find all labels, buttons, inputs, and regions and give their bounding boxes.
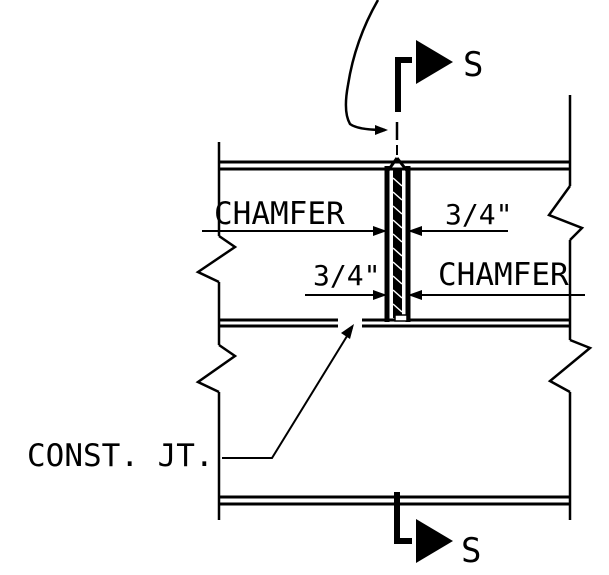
chamfer-dimension-upper: CHAMFER 3/4" [202, 196, 512, 236]
chamfer-dimension-lower: 3/4" CHAMFER [305, 257, 585, 300]
section-label-top: S [463, 45, 483, 85]
chamfer-label-lower: CHAMFER [438, 257, 569, 293]
dim-arrow-upper-icon [408, 226, 422, 236]
dim-label-lower: 3/4" [313, 259, 380, 292]
const-joint-label: CONST. JT. [27, 438, 214, 474]
joint-wall [384, 157, 411, 322]
leader-arrowhead-top [375, 125, 388, 135]
const-joint-arrow-icon [341, 324, 354, 339]
dim-arrow-lower-icon [373, 290, 387, 300]
section-arrow-top-icon [416, 40, 453, 84]
const-joint-callout: CONST. JT. [27, 324, 354, 474]
left-edge-line [195, 142, 238, 520]
section-label-bottom: S [461, 531, 481, 571]
section-marker-bottom: S [394, 492, 481, 571]
chamfer-arrow-lower-icon [408, 290, 422, 300]
chamfer-label-upper: CHAMFER [214, 196, 345, 232]
chamfer-arrow-upper-icon [373, 226, 387, 236]
leader-curve-top [344, 0, 386, 132]
dim-label-upper: 3/4" [445, 198, 512, 231]
section-arrow-bottom-icon [416, 519, 453, 563]
section-marker-top: S [395, 40, 483, 112]
right-edge-line [547, 95, 593, 520]
